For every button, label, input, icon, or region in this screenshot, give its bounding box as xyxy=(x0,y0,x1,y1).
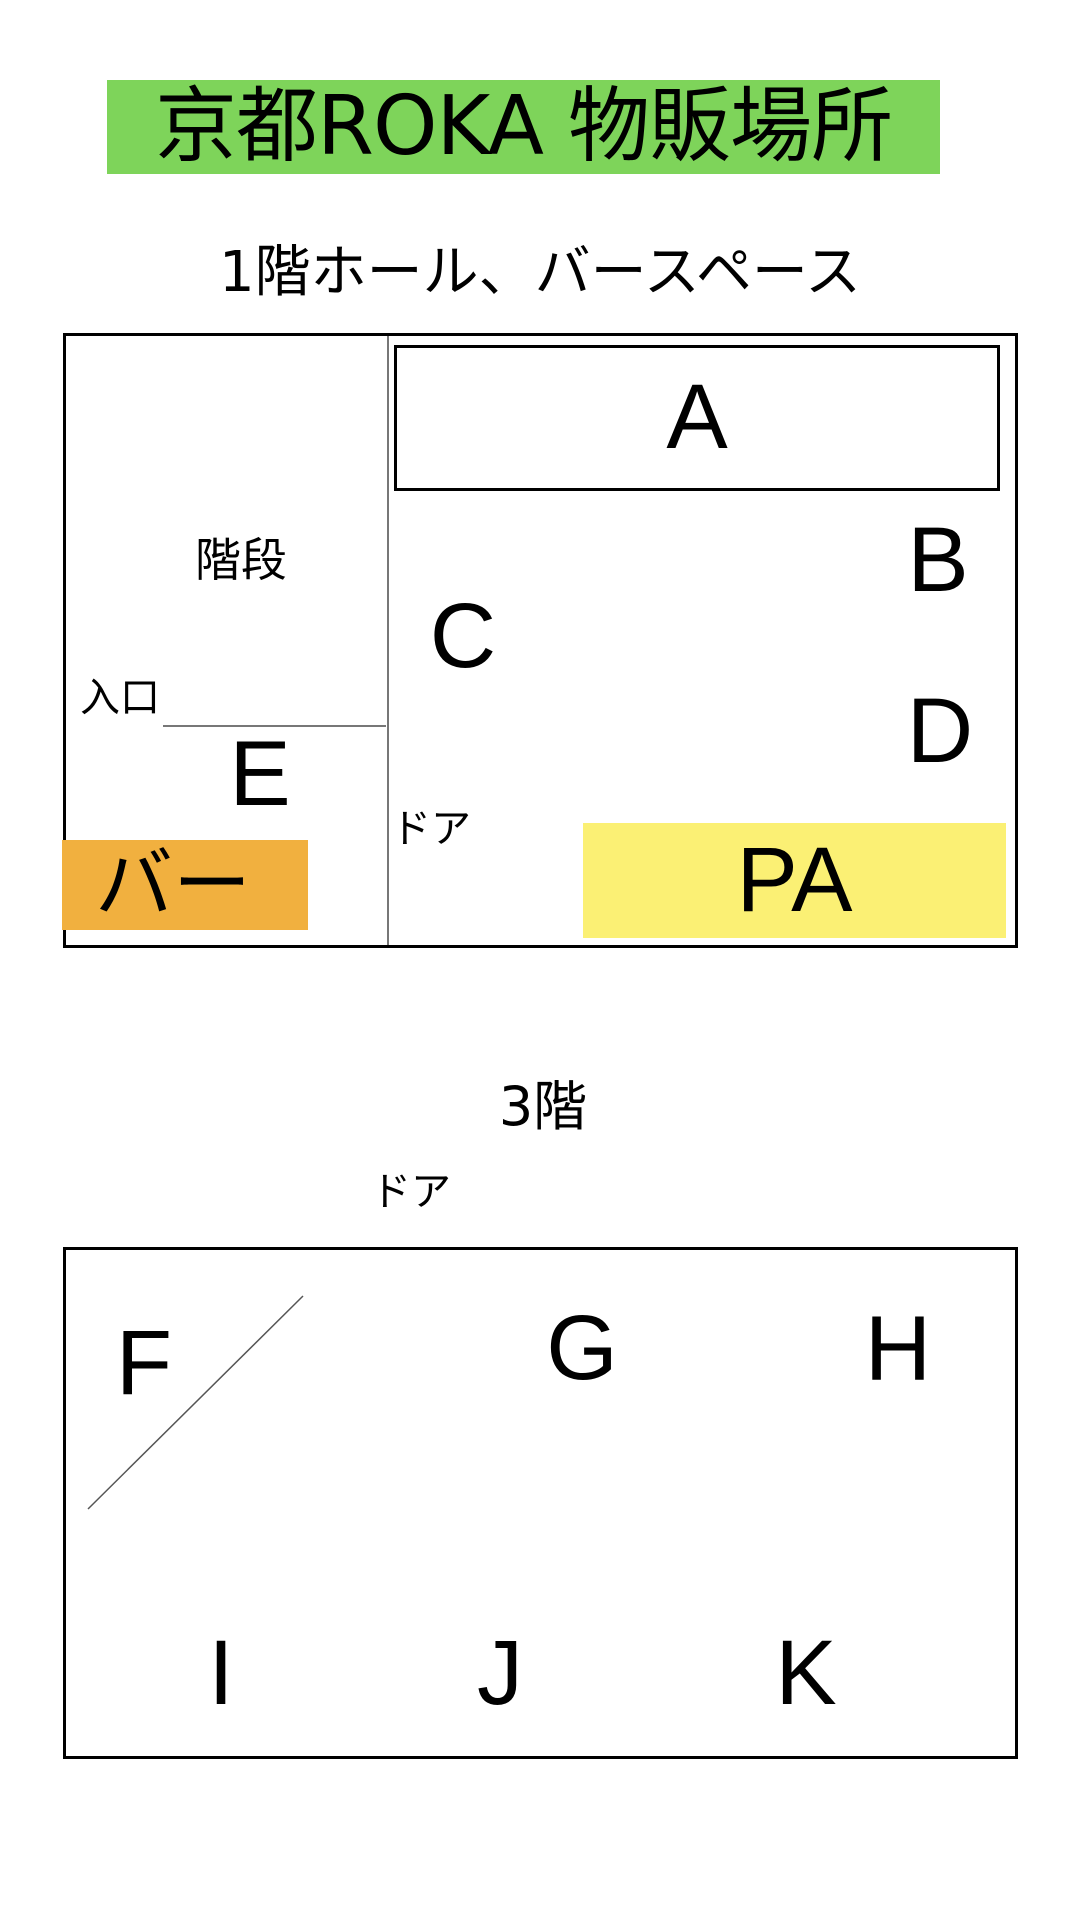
booth-f-label: F xyxy=(115,1312,173,1414)
floor1-door-label: ドア xyxy=(391,806,471,852)
booth-b-label: B xyxy=(907,509,969,611)
floor1-plan xyxy=(63,333,1018,948)
pa-area: PA xyxy=(583,823,1006,938)
floor3-title: 3階 xyxy=(498,1075,588,1138)
booth-j-label: J xyxy=(477,1622,523,1724)
floor3-plan xyxy=(63,1247,1018,1759)
floor1-wall-divider xyxy=(387,336,389,945)
booth-a-label: A xyxy=(666,366,728,468)
pa-label: PA xyxy=(736,829,853,931)
booth-i-label: I xyxy=(208,1622,234,1724)
booth-k-label: K xyxy=(775,1622,837,1724)
page-title-banner: 京都ROKA 物販場所 xyxy=(107,80,940,174)
floor1-title: 1階ホール、バースペース xyxy=(218,240,862,305)
booth-e-label: E xyxy=(229,723,291,825)
entrance-line xyxy=(163,725,386,727)
stairs-label: 階段 xyxy=(195,533,287,587)
bar-area: バー xyxy=(62,840,308,930)
page-title: 京都ROKA 物販場所 xyxy=(154,79,893,174)
booth-c-label: C xyxy=(429,585,497,687)
booth-d-label: D xyxy=(906,680,974,782)
entrance-label: 入口 xyxy=(80,675,160,721)
booth-a-area xyxy=(394,345,1000,491)
booth-g-label: G xyxy=(546,1297,618,1399)
booth-h-label: H xyxy=(864,1298,932,1400)
bar-label: バー xyxy=(94,840,251,930)
floor3-door-label: ドア xyxy=(371,1169,451,1215)
